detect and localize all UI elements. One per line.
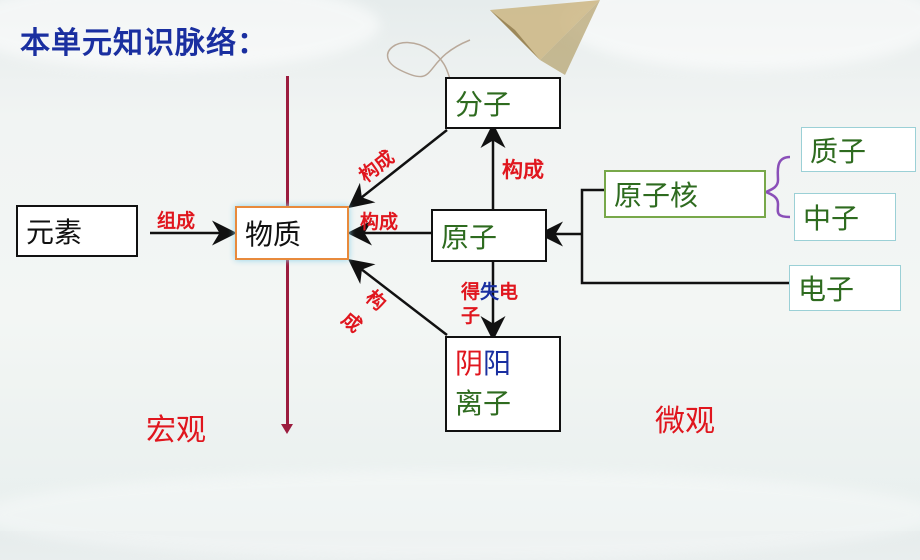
node-zhongzi-label: 中子 xyxy=(803,202,860,235)
lizi-label: 离子 xyxy=(455,387,512,420)
node-dianzi-label: 电子 xyxy=(798,273,855,306)
region-macro: 宏观 xyxy=(146,413,206,448)
node-yinyang-lizi: 阴阳 离子 xyxy=(445,336,561,432)
relation-arrows xyxy=(150,123,791,341)
label-goucheng-mid: 构成 xyxy=(360,211,399,233)
node-wuzhi-label: 物质 xyxy=(245,218,302,251)
node-yuanzihe: 原子核 xyxy=(604,170,766,218)
deshi-char-3: 电 xyxy=(499,281,519,303)
node-zhizi: 质子 xyxy=(801,127,916,172)
bracket-nucleus-electron xyxy=(580,188,790,285)
yang-label: 阳 xyxy=(483,347,512,380)
node-zhizi-label: 质子 xyxy=(810,134,867,168)
deshi-char-2: 失 xyxy=(480,281,500,303)
node-fenzi-label: 分子 xyxy=(455,88,512,121)
node-yuanzi: 原子 xyxy=(431,209,547,262)
nucleus-brace xyxy=(763,155,791,219)
node-yuansu: 元素 xyxy=(16,205,138,257)
node-yuanzihe-label: 原子核 xyxy=(614,179,699,212)
deshi-char-1: 得 xyxy=(461,281,481,303)
page-title: 本单元知识脉络： xyxy=(20,26,268,61)
region-micro: 微观 xyxy=(655,404,715,439)
deshi-char-4: 子 xyxy=(461,305,481,327)
node-fenzi: 分子 xyxy=(445,77,561,129)
arrow-fenzi-wuzhi xyxy=(348,129,448,209)
node-yuanzi-label: 原子 xyxy=(441,220,498,254)
node-zhongzi: 中子 xyxy=(794,193,896,241)
label-zucheng: 组成 xyxy=(157,210,196,232)
label-deshi-dianzi: 得失电 子 xyxy=(461,280,518,328)
paper-plane-icon xyxy=(490,0,600,75)
yin-label: 阴 xyxy=(455,347,484,380)
arrow-lizi-wuzhi xyxy=(348,258,448,336)
label-goucheng-vertical: 构成 xyxy=(502,158,544,182)
node-wuzhi: 物质 xyxy=(235,206,349,260)
node-yinyang-line1: 阴阳 xyxy=(455,344,511,384)
node-dianzi: 电子 xyxy=(789,265,901,311)
node-yuansu-label: 元素 xyxy=(26,216,83,249)
